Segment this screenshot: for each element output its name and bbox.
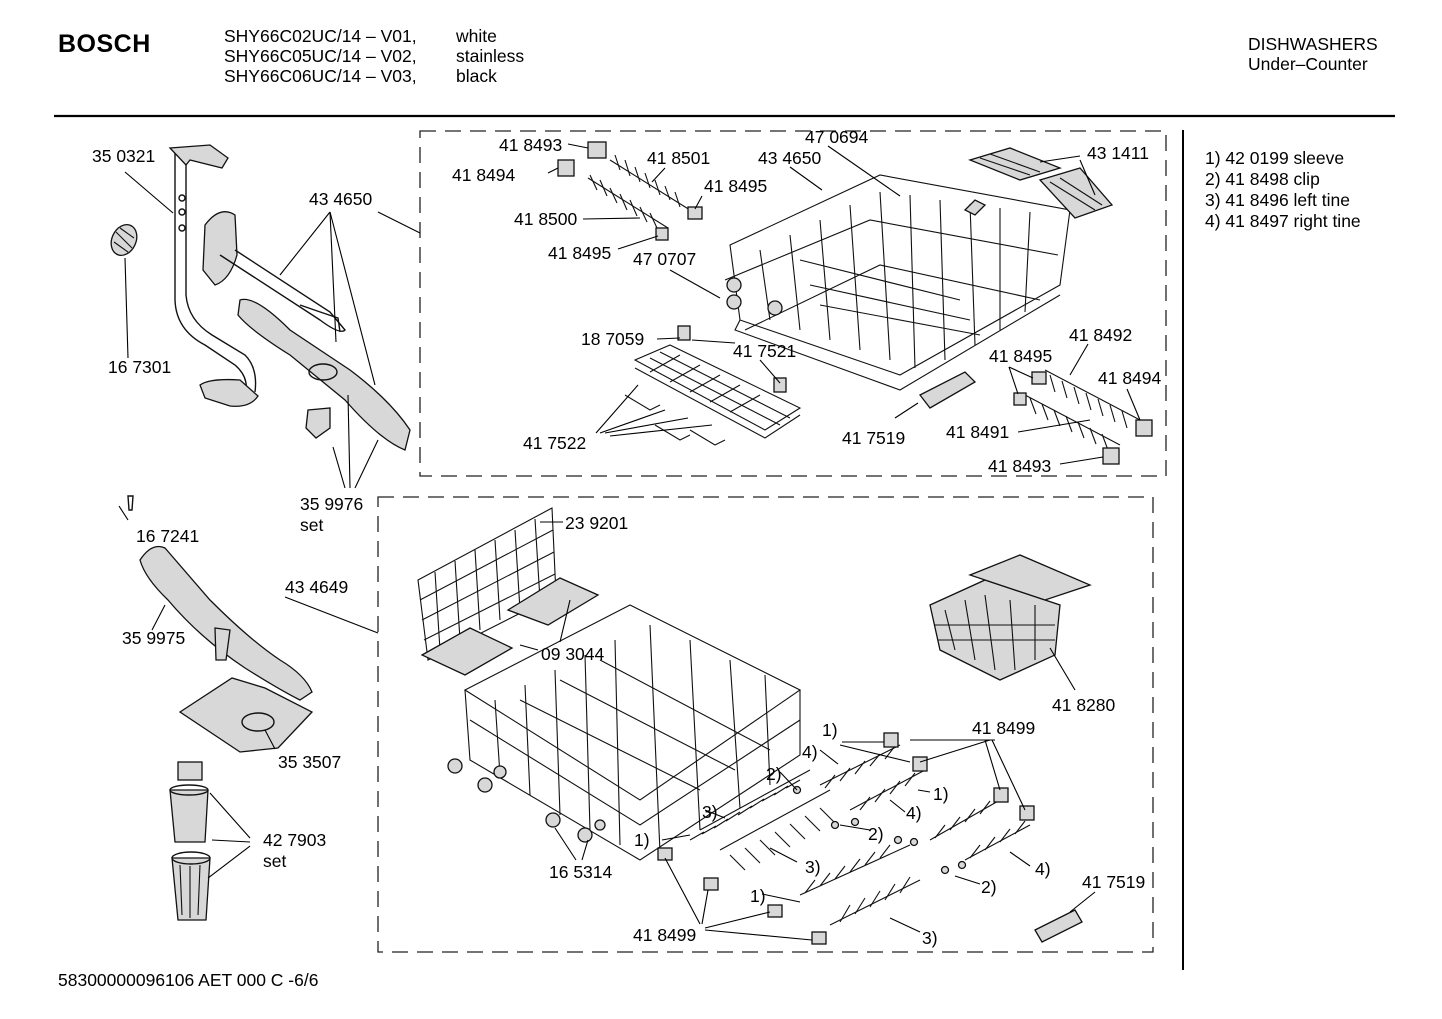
category-title: DISHWASHERS — [1248, 34, 1378, 54]
model-color-3: black — [456, 66, 497, 86]
part-label: 41 7519 — [1082, 872, 1146, 892]
upper-spray-arm — [202, 211, 346, 333]
part-label: 43 4649 — [285, 577, 349, 597]
legend-item-1: 1) 42 0199 sleeve — [1205, 148, 1345, 168]
handle-417519-upper — [919, 371, 977, 409]
part-label: 41 7521 — [733, 341, 797, 361]
callout-marker: 4) — [802, 742, 818, 762]
lower-tine-rows — [657, 732, 1035, 945]
part-label: 41 8493 — [988, 456, 1052, 476]
part-label: 41 8495 — [704, 176, 768, 196]
screw-167241 — [127, 495, 134, 511]
part-label: 41 7522 — [523, 433, 587, 453]
lower-rack-basket — [447, 604, 802, 861]
part-label: 43 4650 — [309, 189, 373, 209]
callout-marker: 2) — [868, 824, 884, 844]
fastener-part-167301 — [110, 223, 138, 257]
callout-marker: 3) — [702, 802, 718, 822]
model-code-3: SHY66C06UC/14 – V03, — [224, 66, 417, 86]
part-label: 16 7241 — [136, 526, 200, 546]
callout-marker: 2) — [981, 877, 997, 897]
part-label: 41 8492 — [1069, 325, 1133, 345]
cup-shelf-187059 — [624, 325, 802, 446]
part-label: 41 8494 — [452, 165, 516, 185]
part-label: 41 8500 — [514, 209, 578, 229]
callout-marker: 1) — [634, 830, 650, 850]
part-label: 41 8491 — [946, 422, 1010, 442]
part-label: 18 7059 — [581, 329, 645, 349]
callout-marker: 1) — [750, 886, 766, 906]
part-label: 35 9975 — [122, 628, 186, 648]
model-color-1: white — [456, 26, 497, 46]
part-label: 43 1411 — [1087, 143, 1149, 163]
cutlery-basket-418280 — [929, 554, 1092, 681]
upper-rack-box — [419, 130, 1167, 477]
part-label: 16 5314 — [549, 862, 613, 882]
part-label: 41 8501 — [647, 148, 711, 168]
category-subtitle: Under–Counter — [1248, 54, 1368, 74]
callout-marker: 1) — [933, 784, 949, 804]
lower-spray-arm-359975 — [139, 545, 313, 701]
part-label: 41 8493 — [499, 135, 563, 155]
part-label: 41 8495 — [548, 243, 612, 263]
legend-item-3: 3) 41 8496 left tine — [1205, 190, 1350, 210]
callout-marker: 3) — [805, 857, 821, 877]
part-label: set — [263, 851, 287, 871]
part-label: 41 8494 — [1098, 368, 1162, 388]
part-label: 41 8499 — [972, 718, 1036, 738]
filter-427903 — [169, 761, 211, 921]
part-label: 47 0707 — [633, 249, 697, 269]
legend-item-2: 2) 41 8498 clip — [1205, 169, 1320, 189]
callout-marker: 3) — [922, 928, 938, 948]
callout-marker: 4) — [1035, 859, 1051, 879]
part-label: 35 3507 — [278, 752, 342, 772]
callout-marker: 2) — [766, 764, 782, 784]
legend-item-4: 4) 41 8497 right tine — [1205, 211, 1361, 231]
model-color-2: stainless — [456, 46, 525, 66]
document-footer-code: 58300000096106 AET 000 C -6/6 — [58, 970, 319, 990]
callout-marker: 1) — [822, 720, 838, 740]
part-label: 23 9201 — [565, 513, 629, 533]
spray-arm-supply-pipe — [168, 144, 259, 407]
tine-rack-431411 — [968, 147, 1114, 219]
cover-plate-353507 — [178, 677, 314, 753]
upper-tine-rows — [557, 141, 1153, 465]
part-label: set — [300, 515, 324, 535]
brand-logo: BOSCH — [58, 30, 151, 58]
part-label: 41 8499 — [633, 925, 697, 945]
part-label: 41 8495 — [989, 346, 1053, 366]
cutlery-basket-support-239201 — [417, 507, 600, 676]
part-label: 47 0694 — [805, 127, 869, 147]
model-code-2: SHY66C05UC/14 – V02, — [224, 46, 417, 66]
part-label: 35 9976 — [300, 494, 364, 514]
part-label: 41 7519 — [842, 428, 906, 448]
part-label: 42 7903 — [263, 830, 327, 850]
part-label: 35 0321 — [92, 146, 156, 166]
handle-417519-lower — [1034, 909, 1083, 943]
part-label: 16 7301 — [108, 357, 172, 377]
lower-rack-box — [377, 496, 1154, 953]
middle-spray-arm — [237, 298, 411, 451]
model-code-1: SHY66C02UC/14 – V01, — [224, 26, 417, 46]
part-label: 41 8280 — [1052, 695, 1116, 715]
part-label: 09 3044 — [541, 644, 605, 664]
callout-marker: 4) — [906, 803, 922, 823]
upper-rack-basket — [724, 174, 1071, 391]
part-label: 43 4650 — [758, 148, 822, 168]
leader-lines — [118, 143, 1141, 941]
